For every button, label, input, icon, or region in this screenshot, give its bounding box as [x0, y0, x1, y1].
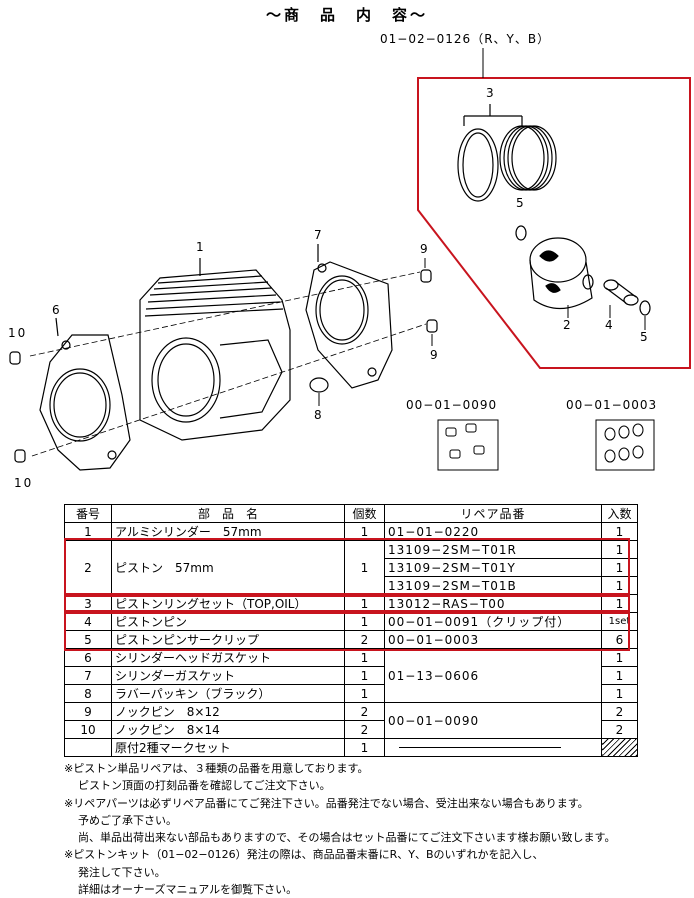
page-title: 〜商 品 内 容〜: [265, 6, 428, 24]
dowel-pins: [9, 269, 438, 463]
table-row: 6 シリンダーヘッドガスケット 1 01−13−0606 1: [64, 648, 638, 703]
header-in: 入数: [601, 504, 638, 523]
pin-set-code: 00−01−0090: [406, 398, 498, 412]
pin-set-icon: [437, 419, 499, 471]
rubber-packing: [309, 377, 329, 393]
piston-rings: [457, 104, 557, 202]
label-4: 4: [605, 318, 613, 332]
table-row: 1 アルミシリンダー 57mm 1 01−01−0220 1: [64, 522, 638, 541]
label-6: 6: [52, 303, 60, 317]
label-2: 2: [563, 318, 571, 332]
table-row: 13109−2SM−T01Y 1: [65, 558, 638, 577]
table-row: 8 ラバーパッキン（ブラック） 1 1: [64, 684, 638, 703]
header-name: 部 品 名: [111, 504, 345, 523]
cylinder: [139, 258, 291, 441]
label-9-top: 9: [420, 242, 428, 256]
notes: ※ピストン単品リペアは、３種類の品番を用意しております。 ピストン頂面の打刻品番…: [64, 762, 616, 897]
table-row: 原付2種マークセット 1: [64, 738, 638, 757]
label-3: 3: [486, 86, 494, 100]
table-row: 5 ピストンピンサークリップ 2 00−01−0003 6: [64, 630, 638, 649]
clip-set-code: 00−01−0003: [566, 398, 658, 412]
parts-table: 番号 部 品 名 個数 リペア品番 入数 1 アルミシリンダー 57mm 1 0…: [64, 504, 638, 757]
header-code: リペア品番: [384, 504, 602, 523]
label-10-bottom: 10: [14, 476, 34, 490]
table-row: 3 ピストンリングセット（TOP,OIL） 1 13012−RAS−T00 1: [64, 594, 638, 613]
circlip-top: [515, 225, 527, 241]
label-5-top: 5: [516, 196, 524, 210]
label-10-top: 10: [8, 326, 28, 340]
label-7: 7: [314, 228, 322, 242]
kit-code: 01−02−0126（R、Y、B）: [380, 32, 551, 46]
piston: [529, 237, 594, 310]
header-no: 番号: [64, 504, 112, 523]
piston-kit-outline: [417, 77, 691, 369]
circlip-bottom: [639, 300, 651, 316]
label-9-bottom: 9: [430, 348, 438, 362]
table-row: 9 ノックピン 8×12 2 00−01−0090 2: [64, 702, 638, 739]
blank-in-cell: [601, 738, 638, 757]
blank-code-cell: [384, 738, 602, 757]
table-row: 4 ピストンピン 1 00−01−0091（クリップ付） 1set: [64, 612, 638, 631]
head-gasket: [39, 317, 131, 471]
label-8: 8: [314, 408, 322, 422]
exploded-diagram: [9, 48, 691, 471]
table-row: 2 ピストン 57mm 1 13109−2SM−T01R 1: [64, 540, 638, 595]
label-5-bottom: 5: [640, 330, 648, 344]
table-header: 番号 部 品 名 個数 リペア品番 入数: [64, 504, 638, 523]
label-1: 1: [196, 240, 204, 254]
clip-set-icon: [595, 419, 655, 471]
cylinder-gasket: [305, 244, 393, 389]
piston-pin: [603, 279, 639, 306]
header-qty: 個数: [344, 504, 385, 523]
